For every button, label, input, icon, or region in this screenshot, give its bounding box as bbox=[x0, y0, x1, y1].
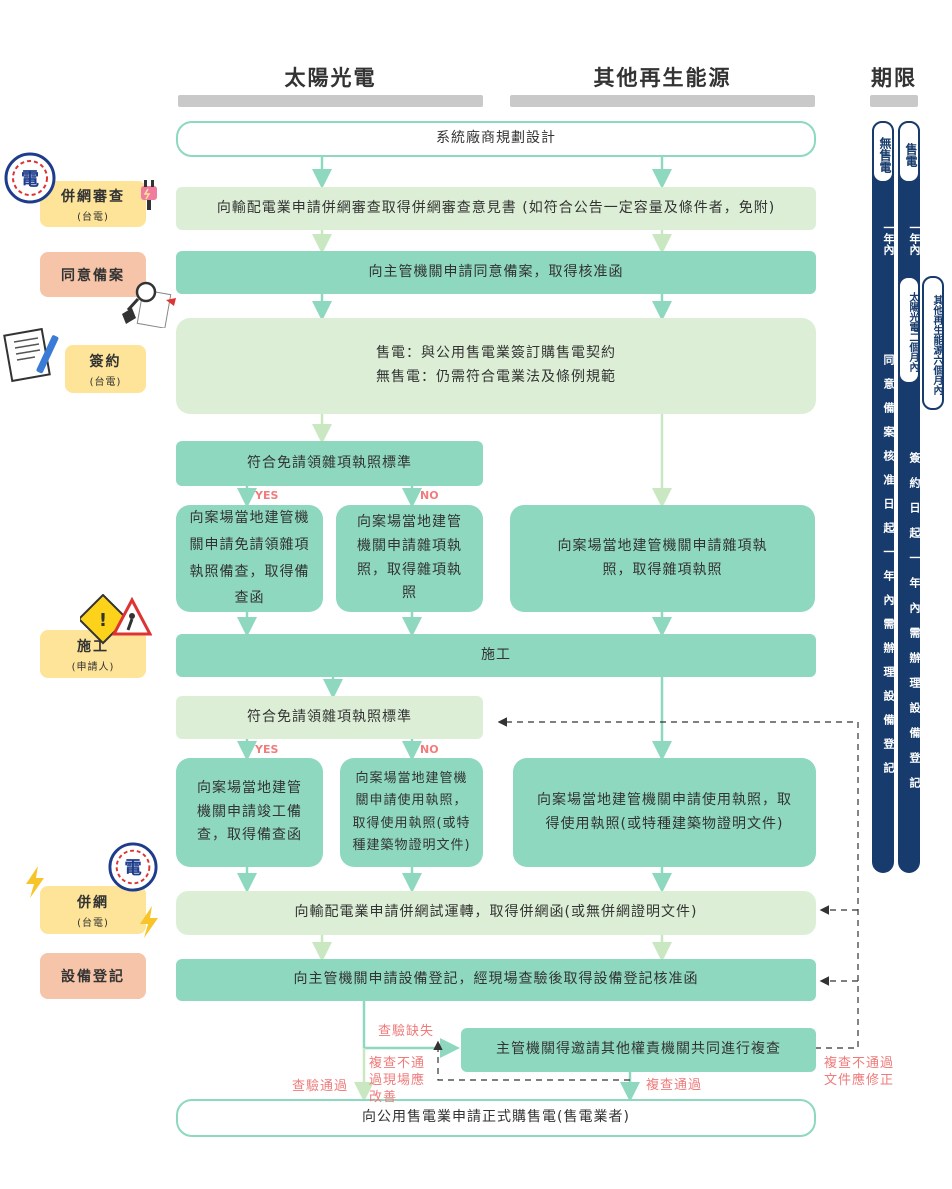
tag-consent: 同意備案 bbox=[40, 252, 146, 297]
tag-contract: 簽約 (台電) bbox=[65, 345, 146, 393]
svg-text:電: 電 bbox=[124, 859, 141, 879]
no-label-1: NO bbox=[420, 489, 439, 502]
header-period: 期限 bbox=[871, 66, 917, 90]
header-period-bar bbox=[870, 95, 918, 107]
note-inspection-pass: 查驗通過 bbox=[292, 1079, 349, 1094]
step-grid-review: 向輸配電業申請併網審查取得併網審查意見書 (如符合公告一定容量及條件者，免附) bbox=[176, 187, 816, 230]
step-contract-no-sale: 無售電：仍需符合電業法及條例規範 bbox=[376, 369, 616, 385]
step-exempt-yes-1: 向案場當地建管機關申請免請領雜項執照備查，取得備查函 bbox=[176, 505, 323, 612]
period-sale-year: 一年內 bbox=[908, 221, 921, 255]
tag-registration: 設備登記 bbox=[40, 953, 146, 999]
yes-label-2: YES bbox=[255, 743, 279, 756]
header-other-bar bbox=[510, 95, 815, 107]
header-other: 其他再生能源 bbox=[593, 66, 732, 90]
step-grid-trial: 向輸配電業申請併網試運轉，取得併網函(或無併網證明文件) bbox=[176, 891, 816, 935]
note-inspection-fail: 查驗缺失 bbox=[378, 1024, 435, 1039]
period-no-sale-track bbox=[872, 121, 894, 873]
tag-construction: 施工 (申請人) bbox=[40, 630, 146, 678]
plug-icon bbox=[141, 180, 157, 210]
note-reinspect-fail-docs: 複查不通過文件應修正 bbox=[824, 1056, 895, 1088]
period-no-sale-year: 一年內 bbox=[882, 221, 895, 255]
period-contract-deadline: 簽約日起一年內需辦理設備登記 bbox=[908, 452, 921, 802]
note-reinspect-pass: 複查通過 bbox=[646, 1078, 703, 1093]
step-exempt-criteria-1: 符合免請領雜項執照標準 bbox=[176, 441, 483, 486]
step-exempt-no-1: 向案場當地建管機關申請雜項執照，取得雜項執照 bbox=[336, 505, 483, 612]
construction-sign-icon: ! bbox=[80, 594, 152, 645]
period-sale-head: 售電 bbox=[898, 121, 920, 183]
lightning-icon bbox=[26, 866, 44, 898]
note-reinspect-fail-site: 複查不通過現場應改善 bbox=[369, 1056, 426, 1105]
step-contract: 售電：與公用售電業簽訂購售電契約 無售電：仍需符合電業法及條例規範 bbox=[176, 318, 816, 414]
period-solar-two-months: 太陽光電二個月內 bbox=[898, 276, 920, 384]
contract-pen-icon bbox=[3, 327, 59, 383]
step-planning: 系統廠商規劃設計 bbox=[176, 121, 816, 157]
step-re-inspection: 主管機關得邀請其他權責機關共同進行複查 bbox=[461, 1028, 816, 1072]
period-other-six-months: 其他再生能源六個月內 bbox=[922, 276, 944, 410]
taipower-logo-icon: 電 bbox=[108, 842, 158, 892]
step-consent: 向主管機關申請同意備案，取得核准函 bbox=[176, 251, 816, 294]
svg-text:!: ! bbox=[99, 610, 107, 631]
tag-grid-connect: 併網 (台電) bbox=[40, 886, 146, 934]
step-formal-sale: 向公用售電業申請正式購售電(售電業者) bbox=[176, 1099, 816, 1137]
step-exempt-criteria-2: 符合免請領雜項執照標準 bbox=[176, 696, 483, 739]
svg-text:電: 電 bbox=[21, 169, 39, 190]
lightning-icon bbox=[140, 906, 158, 938]
step-other-use-permit: 向案場當地建管機關申請使用執照，取得使用執照(或特種建築物證明文件) bbox=[513, 758, 816, 867]
yes-label-1: YES bbox=[255, 489, 279, 502]
period-consent-deadline: 同意備案核准日起一年內需辦理設備登記 bbox=[882, 354, 895, 786]
header-solar-bar bbox=[178, 95, 483, 107]
step-registration: 向主管機關申請設備登記，經現場查驗後取得設備登記核准函 bbox=[176, 959, 816, 1001]
step-exempt-no-2: 向案場當地建管機關申請使用執照，取得使用執照(或特種建築物證明文件) bbox=[340, 758, 483, 867]
magnifier-hand-icon bbox=[122, 281, 176, 328]
taipower-logo-icon: 電 bbox=[4, 152, 56, 204]
step-construction: 施工 bbox=[176, 634, 816, 677]
no-label-2: NO bbox=[420, 743, 439, 756]
header-solar: 太陽光電 bbox=[284, 66, 377, 90]
step-exempt-yes-2: 向案場當地建管機關申請竣工備查，取得備查函 bbox=[176, 758, 323, 867]
step-other-misc-permit: 向案場當地建管機關申請雜項執照，取得雜項執照 bbox=[510, 505, 815, 612]
tag-grid-review: 併網審查 (台電) bbox=[40, 181, 146, 227]
period-no-sale-head: 無售電 bbox=[872, 121, 894, 183]
step-contract-sale: 售電：與公用售電業簽訂購售電契約 bbox=[376, 345, 616, 362]
